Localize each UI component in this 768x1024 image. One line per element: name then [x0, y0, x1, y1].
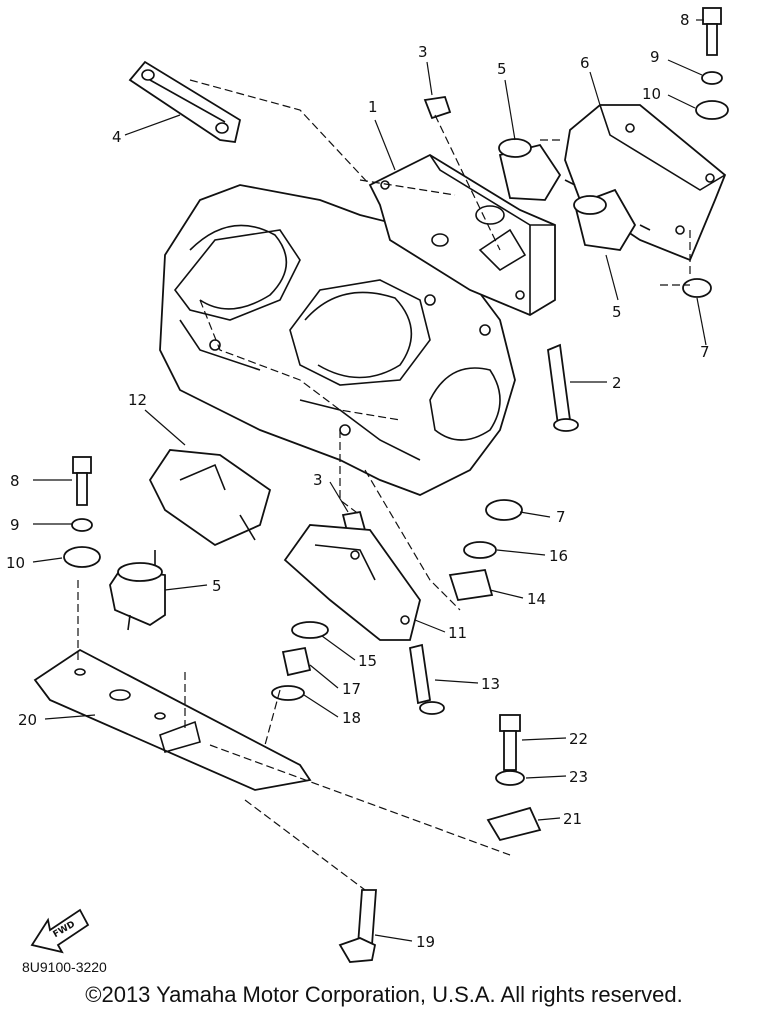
- nut-3-top: [423, 95, 452, 120]
- callout-labels: 1 2 3 3 4 5 5 5 6 7 7 8 8 9 9 10 10 11 1…: [6, 11, 710, 951]
- callout-23: 23: [569, 768, 588, 786]
- callout-10-left: 10: [6, 554, 25, 572]
- callout-11: 11: [448, 624, 467, 642]
- washer-18: [271, 685, 305, 701]
- callout-3-mid: 3: [313, 471, 323, 489]
- callout-8-top: 8: [680, 11, 690, 29]
- upper-mount-bracket: [368, 153, 556, 317]
- assembly-guide-lines: [77, 79, 691, 891]
- callout-6: 6: [580, 54, 590, 72]
- engine-base-plate: [33, 648, 312, 791]
- callout-5-top: 5: [497, 60, 507, 78]
- callout-leaders: [32, 19, 707, 942]
- bolt-8-top: [702, 7, 722, 56]
- callout-7-right: 7: [700, 343, 710, 361]
- callout-14: 14: [527, 590, 546, 608]
- callout-3-top: 3: [418, 43, 428, 61]
- plate-21: [486, 806, 542, 842]
- callout-4: 4: [112, 128, 122, 146]
- nut-7-right: [682, 278, 712, 298]
- copyright-notice: ©2013 Yamaha Motor Corporation, U.S.A. A…: [85, 982, 683, 1007]
- bolt-22: [499, 714, 521, 771]
- nut-7-mid: [485, 499, 523, 521]
- callout-17: 17: [342, 680, 361, 698]
- bolt-13: [408, 643, 445, 715]
- callout-21: 21: [563, 810, 582, 828]
- lower-bracket-12: [148, 449, 272, 547]
- washer-9-top: [701, 71, 723, 85]
- callout-2: 2: [612, 374, 622, 392]
- callout-5-right: 5: [612, 303, 622, 321]
- callout-5-lower: 5: [212, 577, 222, 595]
- rubber-mount-cover: [564, 104, 727, 262]
- callout-20: 20: [18, 711, 37, 729]
- rubber-mount-upper-a: [498, 138, 576, 201]
- callout-7-mid: 7: [556, 508, 566, 526]
- washer-10-top: [695, 100, 729, 120]
- callout-12: 12: [128, 391, 147, 409]
- callout-15: 15: [358, 652, 377, 670]
- diagram-code: 8U9100-3220: [22, 959, 107, 975]
- callout-22: 22: [569, 730, 588, 748]
- callout-13: 13: [481, 675, 500, 693]
- callout-10-top: 10: [642, 85, 661, 103]
- rubber-mount-lower: [109, 550, 166, 631]
- bolt-8-left: [72, 456, 92, 506]
- callout-1: 1: [368, 98, 378, 116]
- washer-16: [463, 541, 497, 559]
- top-link-plate: [128, 60, 242, 144]
- callout-9-top: 9: [650, 48, 660, 66]
- bolt-2: [547, 343, 579, 432]
- washer-15: [291, 621, 329, 639]
- callout-19: 19: [416, 933, 435, 951]
- forward-arrow-icon: FWD: [30, 908, 90, 954]
- callout-8-left: 8: [10, 472, 20, 490]
- washer-10-left: [63, 546, 101, 568]
- rubber-mount-upper-b: [573, 188, 651, 251]
- washer-23: [495, 770, 525, 786]
- washer-9-left: [71, 518, 93, 532]
- callout-9-left: 9: [10, 516, 20, 534]
- bushing-14: [448, 568, 494, 602]
- collar-17: [281, 646, 312, 677]
- bolt-19: [338, 889, 377, 963]
- callout-16: 16: [549, 547, 568, 565]
- callout-18: 18: [342, 709, 361, 727]
